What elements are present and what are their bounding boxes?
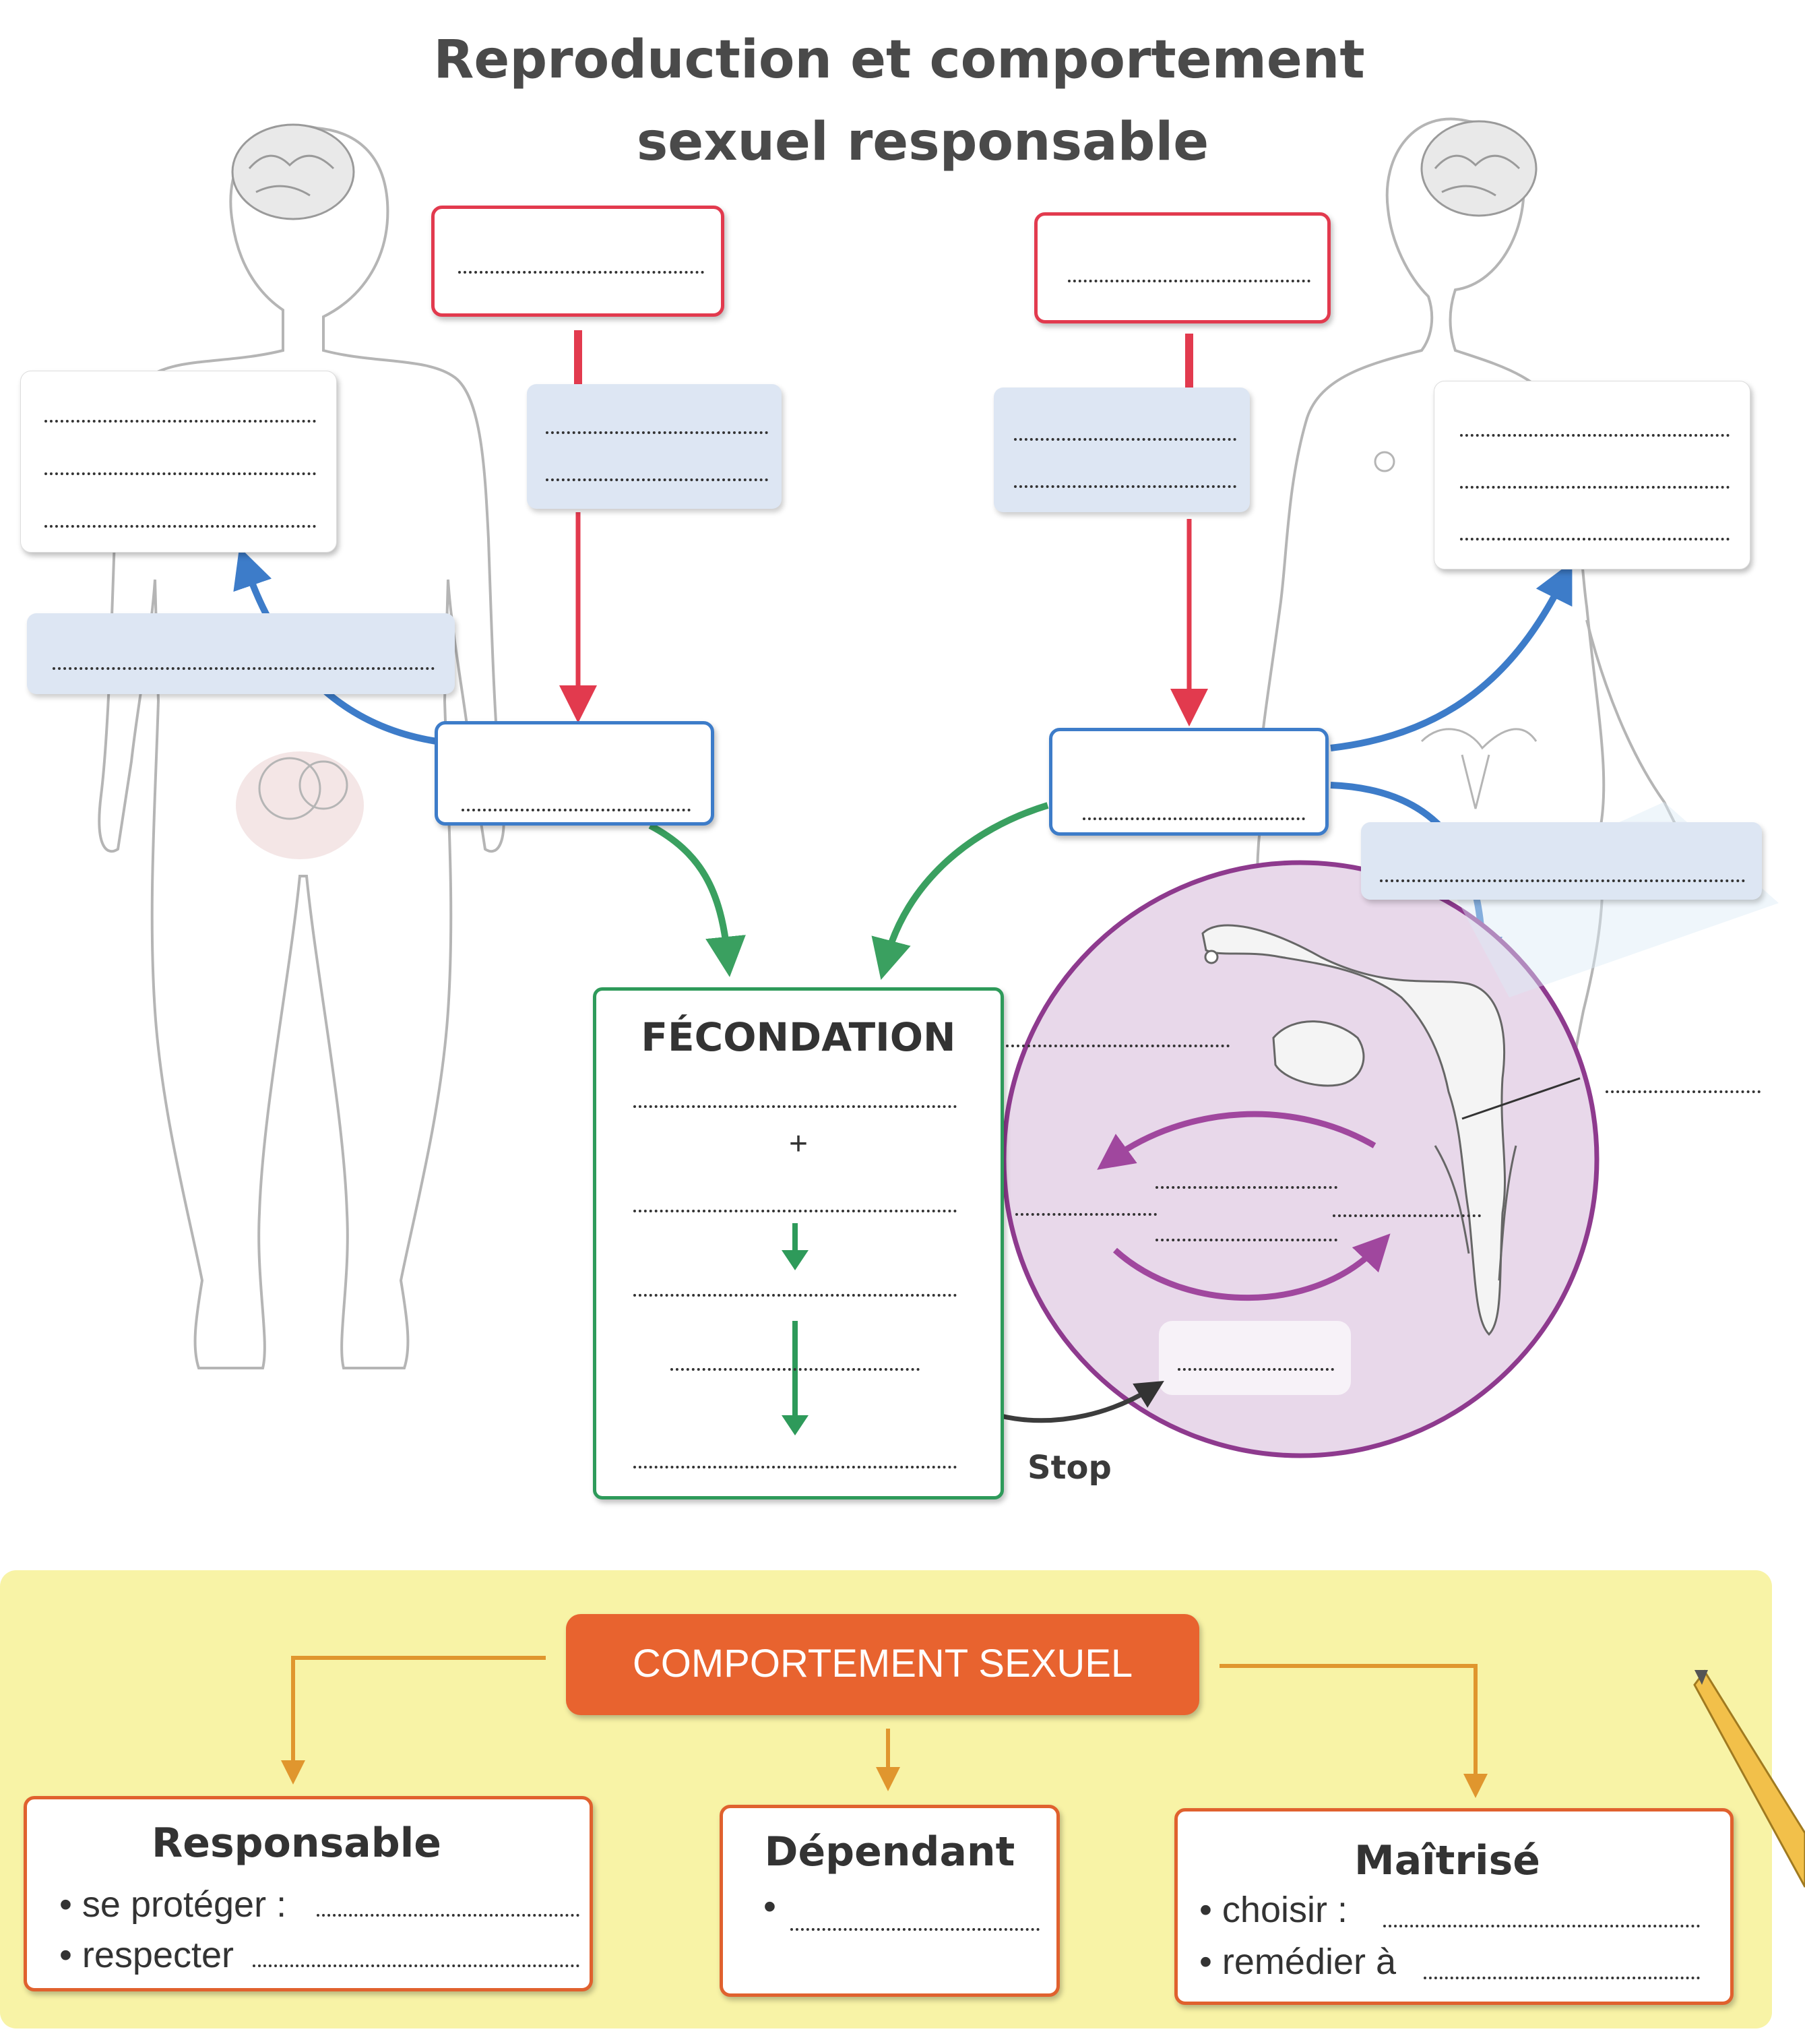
male-characters-box[interactable]	[20, 371, 337, 553]
answer-line[interactable]	[458, 271, 704, 274]
female-brain-box[interactable]	[1034, 212, 1331, 323]
answer-line[interactable]	[44, 525, 316, 528]
answer-line[interactable]	[546, 431, 768, 434]
male-brain-box[interactable]	[431, 206, 724, 317]
answer-line[interactable]	[1460, 538, 1730, 540]
fecondation-box: FÉCONDATION +	[593, 987, 1004, 1499]
answer-line[interactable]	[633, 1210, 957, 1212]
answer-line[interactable]	[44, 420, 316, 423]
answer-line[interactable]	[1333, 1214, 1481, 1217]
answer-line[interactable]	[1380, 879, 1745, 882]
brain-icon	[231, 123, 355, 220]
female-hormone-label-box[interactable]	[1361, 822, 1762, 900]
answer-line[interactable]	[1606, 1090, 1761, 1093]
responsable-item1: • se protéger :	[59, 1884, 287, 1925]
plus-sign: +	[788, 1126, 809, 1162]
comportement-header: COMPORTEMENT SEXUEL	[566, 1614, 1199, 1715]
answer-line[interactable]	[1001, 1045, 1230, 1047]
female-characters-box[interactable]	[1434, 381, 1750, 569]
answer-line[interactable]	[462, 809, 691, 811]
answer-line[interactable]	[1083, 817, 1305, 820]
answer-line[interactable]	[546, 478, 768, 481]
fecondation-title: FÉCONDATION	[641, 1014, 956, 1060]
answer-line[interactable]	[1460, 486, 1730, 489]
answer-line[interactable]	[1178, 1368, 1334, 1371]
answer-line[interactable]	[633, 1466, 957, 1468]
maitrise-item1: • choisir :	[1199, 1890, 1348, 1930]
maitrise-title: Maîtrisé	[1354, 1837, 1540, 1884]
female-gonad-box[interactable]	[1049, 728, 1329, 836]
answer-line[interactable]	[670, 1368, 920, 1371]
down-arrow-icon	[782, 1223, 809, 1270]
page-title-line2: sexuel responsable	[636, 112, 1209, 173]
answer-line[interactable]	[1014, 485, 1236, 488]
answer-line[interactable]	[44, 472, 316, 475]
responsable-box: Responsable • se protéger : • respecter	[24, 1796, 593, 1991]
maitrise-item2: • remédier à	[1199, 1942, 1397, 1982]
page-title-line1: Reproduction et comportement	[433, 30, 1365, 90]
uterus-diagram	[1201, 924, 1517, 1336]
male-hormone-label-box[interactable]	[27, 613, 455, 694]
responsable-title: Responsable	[152, 1820, 441, 1867]
male-hormone-box[interactable]	[527, 384, 782, 509]
female-hormone-box[interactable]	[994, 388, 1250, 512]
answer-line[interactable]	[1014, 438, 1236, 441]
answer-line[interactable]	[1424, 1977, 1700, 1979]
answer-line[interactable]	[1015, 1213, 1157, 1216]
answer-line[interactable]	[53, 667, 435, 670]
dependant-box: Dépendant •	[720, 1805, 1060, 1997]
comportement-header-text: COMPORTEMENT SEXUEL	[632, 1642, 1133, 1685]
male-gonad-box[interactable]	[435, 721, 714, 826]
dependant-item1: •	[763, 1886, 776, 1927]
answer-line[interactable]	[633, 1294, 957, 1297]
stop-label: Stop	[1027, 1449, 1112, 1487]
answer-line[interactable]	[633, 1105, 957, 1108]
down-arrow-icon	[782, 1321, 809, 1435]
answer-line[interactable]	[790, 1928, 1040, 1931]
answer-line[interactable]	[1155, 1239, 1337, 1241]
dependant-title: Dépendant	[764, 1828, 1015, 1876]
answer-line[interactable]	[253, 1964, 579, 1967]
maitrise-box: Maîtrisé • choisir : • remédier à	[1174, 1808, 1734, 2005]
answer-line[interactable]	[317, 1914, 579, 1917]
responsable-item2: • respecter	[59, 1935, 234, 1975]
answer-line[interactable]	[1068, 280, 1310, 282]
answer-line[interactable]	[1155, 1186, 1337, 1189]
answer-line[interactable]	[1383, 1925, 1700, 1927]
answer-line[interactable]	[1460, 434, 1730, 437]
